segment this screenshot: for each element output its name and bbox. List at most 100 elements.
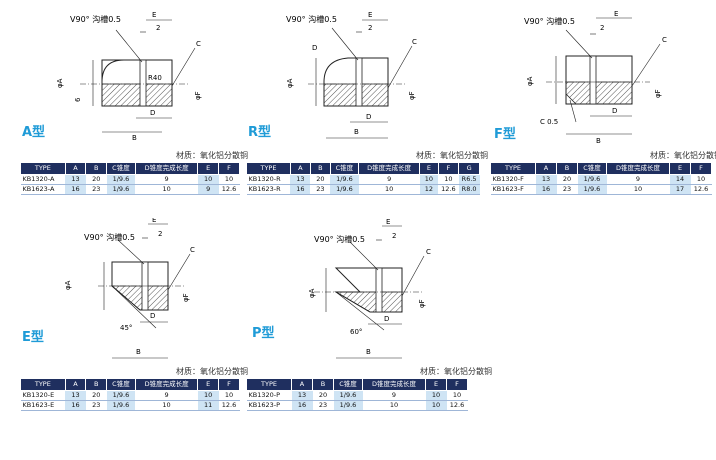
- header-e: E: [197, 162, 220, 175]
- dim-phia-e: φA: [64, 280, 72, 290]
- header-a: A: [64, 162, 87, 175]
- header-b: B: [85, 162, 108, 175]
- cell: R6.5: [458, 174, 480, 185]
- table-row: KB1623-F 16 23 1/9.6 10 17 12.6: [490, 184, 712, 195]
- header-c: C锥度: [106, 162, 136, 175]
- type-label-r: R型: [248, 125, 272, 140]
- material-r: 材质：氧化铝分散铜: [416, 151, 488, 160]
- dim-r-a: R40: [148, 74, 162, 82]
- header-b: B: [312, 378, 334, 391]
- dim-angle-p: 60°: [350, 328, 362, 336]
- drawing-r-type: V90° 沟槽0.5 E 2 C D φA φF D B: [286, 11, 417, 139]
- dim-chamfer-f: C 0.5: [540, 118, 558, 126]
- header-d: D锥度完成长度: [606, 162, 670, 175]
- header-d: D锥度完成长度: [362, 378, 426, 391]
- cell: 1/9.6: [106, 174, 136, 185]
- header-c: C锥度: [106, 378, 136, 391]
- cell: KB1320-P: [246, 390, 292, 401]
- dim-phif-f: φF: [654, 89, 662, 98]
- header-e: E: [669, 162, 691, 175]
- table-row: KB1623-A 16 23 1/9.6 10 9 12.6: [20, 184, 240, 195]
- cell: R8.0: [458, 184, 480, 195]
- header-a: A: [535, 162, 557, 175]
- cell: 20: [85, 390, 107, 401]
- cell: 13: [535, 174, 557, 185]
- table-row: KB1320-F 13 20 1/9.6 9 14 10: [490, 174, 712, 185]
- dim-b-r: B: [354, 128, 359, 136]
- header-type: TYPE: [246, 162, 291, 175]
- table-row: KB1623-P 16 23 1/9.6 10 10 12.6: [246, 400, 468, 411]
- header-type: TYPE: [20, 378, 66, 391]
- header-d: D锥度完成长度: [134, 378, 199, 391]
- dim-phia-r: φA: [286, 78, 294, 88]
- cell: 9: [135, 390, 198, 401]
- header-e: E: [419, 162, 439, 175]
- cell: 13: [290, 174, 311, 185]
- cell: 9: [197, 184, 219, 195]
- cell: 10: [218, 174, 240, 185]
- panel-p-type: V90° 沟槽0.5 E 2 C 60° φA φF D B P型 材质：氧化铝…: [240, 218, 492, 460]
- dim-2-e: 2: [158, 230, 162, 238]
- cell: 20: [85, 174, 107, 185]
- dim-d-e: D: [150, 312, 155, 320]
- dim-phif-a: φF: [194, 91, 202, 100]
- cell: 12.6: [218, 184, 240, 195]
- header-e: E: [425, 378, 447, 391]
- cell: 12: [419, 184, 439, 195]
- dim-2-f: 2: [600, 24, 604, 32]
- cell: 1/9.6: [333, 390, 363, 401]
- cell: 23: [85, 184, 107, 195]
- header-f: F: [437, 162, 460, 175]
- header-f: F: [446, 378, 468, 391]
- cell: 1/9.6: [333, 400, 363, 411]
- dim-phia-a: φA: [56, 78, 64, 88]
- type-label-e: E型: [22, 330, 44, 345]
- cell: 11: [197, 400, 219, 411]
- type-label-a: A型: [22, 125, 46, 140]
- cell: 10: [425, 400, 447, 411]
- cell: 9: [606, 174, 670, 185]
- dim-b-e: B: [136, 348, 141, 356]
- dim-phia-f: φA: [526, 76, 534, 86]
- cell: 9: [358, 174, 420, 185]
- drawing-f-type: V90° 沟槽0.5 E 2 C C 0.5 φA φF D B: [524, 10, 667, 145]
- cell: KB1623-A: [20, 184, 66, 195]
- drawing-e-type: V90° 沟槽0.5 E 2 C 45° φA φF D B: [64, 218, 195, 359]
- header-b: B: [556, 162, 578, 175]
- cell: 10: [135, 400, 198, 411]
- dim-dlabel-r: D: [312, 44, 317, 52]
- cell: 1/9.6: [330, 174, 359, 185]
- dim-title-e: V90° 沟槽0.5: [84, 232, 135, 242]
- dim-d-f: D: [612, 107, 617, 115]
- panel-e-type: V90° 沟槽0.5 E 2 C 45° φA φF D B E型 材质：氧化铝…: [0, 218, 248, 460]
- cell: 23: [310, 184, 331, 195]
- type-label-p: P型: [252, 326, 275, 341]
- header-type: TYPE: [20, 162, 66, 175]
- panel-f-type: V90° 沟槽0.5 E 2 C C 0.5 φA φF D B F型 材质：氧…: [480, 0, 716, 210]
- table-row: KB1623-R 16 23 1/9.6 10 12 12.6 R8.0: [246, 184, 480, 195]
- dim-phif-e: φF: [182, 293, 190, 302]
- cell: 12.6: [438, 184, 459, 195]
- material-e: 材质：氧化铝分散铜: [176, 367, 248, 376]
- header-b: B: [309, 162, 331, 175]
- cell: 1/9.6: [106, 400, 136, 411]
- dim-b-p: B: [366, 348, 371, 356]
- material-p: 材质：氧化铝分散铜: [420, 367, 492, 376]
- spec-table-f: TYPE A B C锥度 D锥度完成长度 E F KB1320-F 13 20 …: [490, 162, 712, 195]
- header-type: TYPE: [246, 378, 292, 391]
- dim-phia-p: φA: [308, 288, 316, 298]
- header-f: F: [218, 162, 240, 175]
- dim-c-e: C: [190, 246, 195, 254]
- cell: 20: [310, 174, 331, 185]
- header-row: TYPE A B C锥度 D锥度完成长度 E F G: [246, 162, 480, 175]
- dim-title-a: V90° 沟槽0.5: [70, 14, 121, 24]
- dim-c-f: C: [662, 36, 667, 44]
- header-row: TYPE A B C锥度 D锥度完成长度 E F: [246, 378, 468, 391]
- header-c: C锥度: [333, 378, 363, 391]
- dim-2-p: 2: [392, 232, 396, 240]
- cell: 13: [65, 390, 86, 401]
- dim-2-r: 2: [368, 24, 372, 32]
- table-row: KB1320-P 13 20 1/9.6 9 10 10: [246, 390, 468, 401]
- cell: KB1320-R: [246, 174, 291, 185]
- cell: 9: [135, 174, 198, 185]
